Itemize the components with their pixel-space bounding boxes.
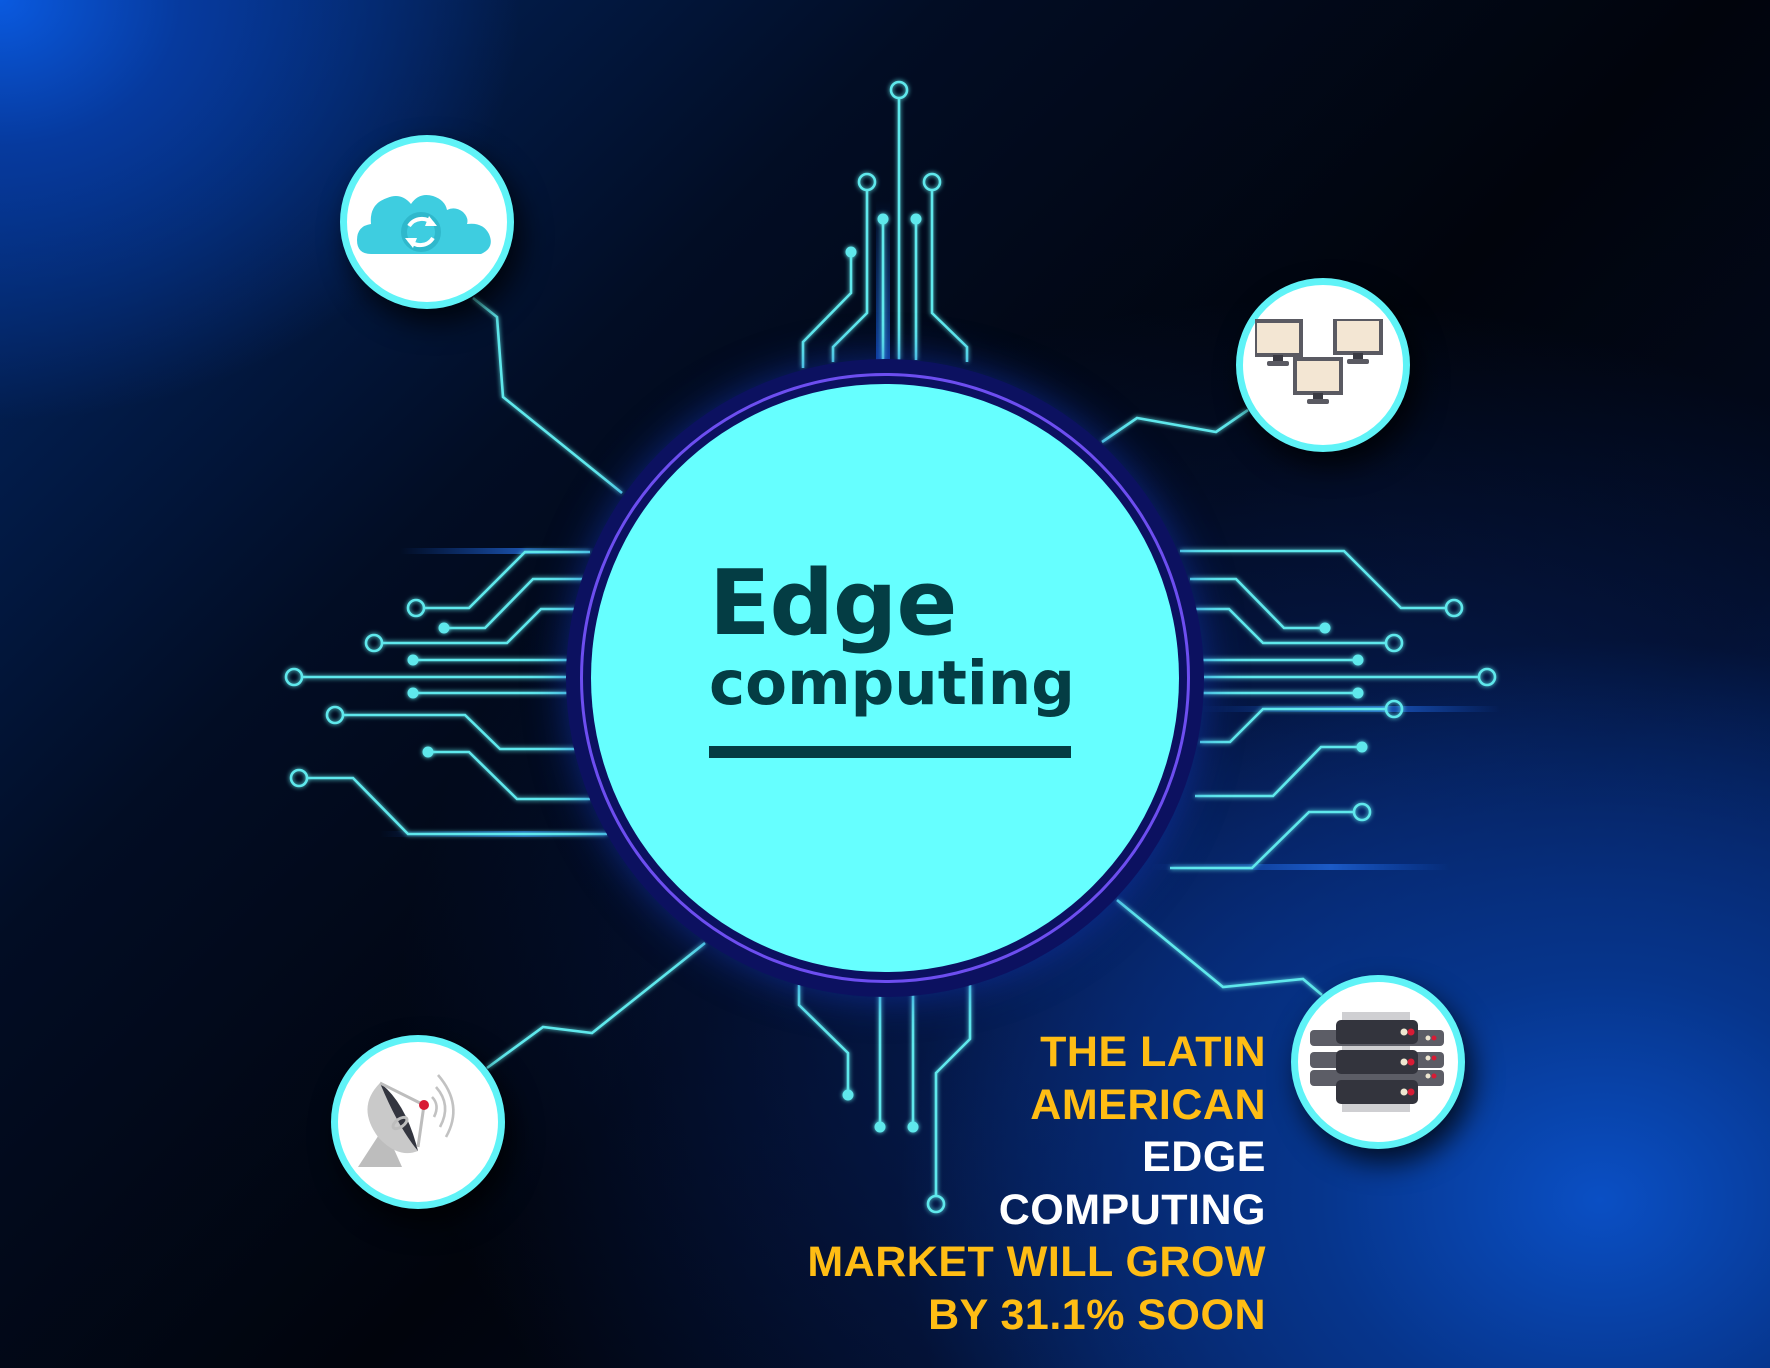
node-cloud-sync (340, 135, 514, 309)
terminal-dot (907, 1121, 919, 1133)
terminal-dot (1352, 654, 1364, 666)
terminal-ring (922, 172, 942, 192)
terminal-ring (926, 1194, 946, 1214)
terminal-dot (1356, 741, 1368, 753)
terminal-dot (1319, 622, 1331, 634)
networked-computers-icon (1255, 319, 1383, 404)
terminal-dot (407, 654, 419, 666)
trace-left (343, 713, 576, 751)
headline-line: EDGE (1142, 1133, 1266, 1181)
trace-left (307, 776, 607, 836)
trace-bottom (934, 985, 972, 1196)
trace-top (801, 252, 853, 368)
hub-purple-ring (580, 373, 1190, 983)
terminal-dot (407, 687, 419, 699)
trace-left (382, 607, 578, 645)
headline-line: COMPUTING (998, 1185, 1266, 1234)
trace-left (424, 550, 590, 610)
headline-line: BY 31.1% SOON (928, 1290, 1266, 1339)
terminal-dot (874, 1121, 886, 1133)
connector-satellite (486, 941, 706, 1070)
terminal-ring (284, 667, 304, 687)
connector-cloud (472, 296, 623, 495)
glow-beam (1150, 864, 1450, 870)
trace-right (1190, 577, 1325, 630)
node-server-rack (1291, 975, 1465, 1149)
cloud-sync-icon (357, 195, 491, 254)
terminal-ring (364, 633, 384, 653)
terminal-dot (1352, 687, 1364, 699)
terminal-dot (438, 622, 450, 634)
terminal-dot (910, 213, 922, 225)
terminal-ring (406, 598, 426, 618)
node-network-computers (1236, 278, 1410, 452)
headline-line: AMERICAN (1030, 1080, 1266, 1129)
hub-subtitle: computing (709, 648, 1075, 719)
terminal-ring (1444, 598, 1464, 618)
market-growth-headline: THE LATIN AMERICAN EDGE COMPUTING MARKET… (807, 1026, 1266, 1341)
edge-computing-hub: Edge computing (566, 359, 1204, 997)
terminal-ring (1384, 633, 1404, 653)
terminal-ring (1477, 667, 1497, 687)
connector-network (1101, 408, 1249, 444)
trace-top (831, 191, 869, 362)
node-satellite-dish (331, 1035, 505, 1209)
terminal-dot (422, 746, 434, 758)
trace-right (1200, 707, 1386, 744)
glow-beam (400, 548, 600, 554)
terminal-dot (845, 246, 857, 258)
hub-underline (709, 746, 1071, 758)
terminal-ring (857, 172, 877, 192)
terminal-ring (1352, 802, 1372, 822)
trace-left (428, 750, 590, 801)
trace-right (1180, 549, 1446, 610)
terminal-ring (289, 768, 309, 788)
terminal-ring (889, 80, 909, 100)
hub-core (591, 384, 1179, 972)
terminal-dot (842, 1089, 854, 1101)
satellite-dish-icon (358, 1074, 455, 1167)
trace-right (1170, 810, 1354, 870)
hub-title: Edge (709, 551, 957, 656)
headline-line: THE LATIN (1040, 1028, 1266, 1076)
terminal-dot (877, 213, 889, 225)
connector-server (1116, 898, 1323, 996)
trace-top (930, 191, 969, 362)
headline-line: MARKET WILL GROW (807, 1238, 1266, 1286)
terminal-ring (325, 705, 345, 725)
trace-right (1195, 745, 1362, 798)
trace-bottom (797, 985, 850, 1095)
terminal-ring (1384, 699, 1404, 719)
trace-right (1195, 607, 1386, 645)
trace-left (444, 577, 590, 630)
server-rack-icon (1310, 1012, 1444, 1112)
